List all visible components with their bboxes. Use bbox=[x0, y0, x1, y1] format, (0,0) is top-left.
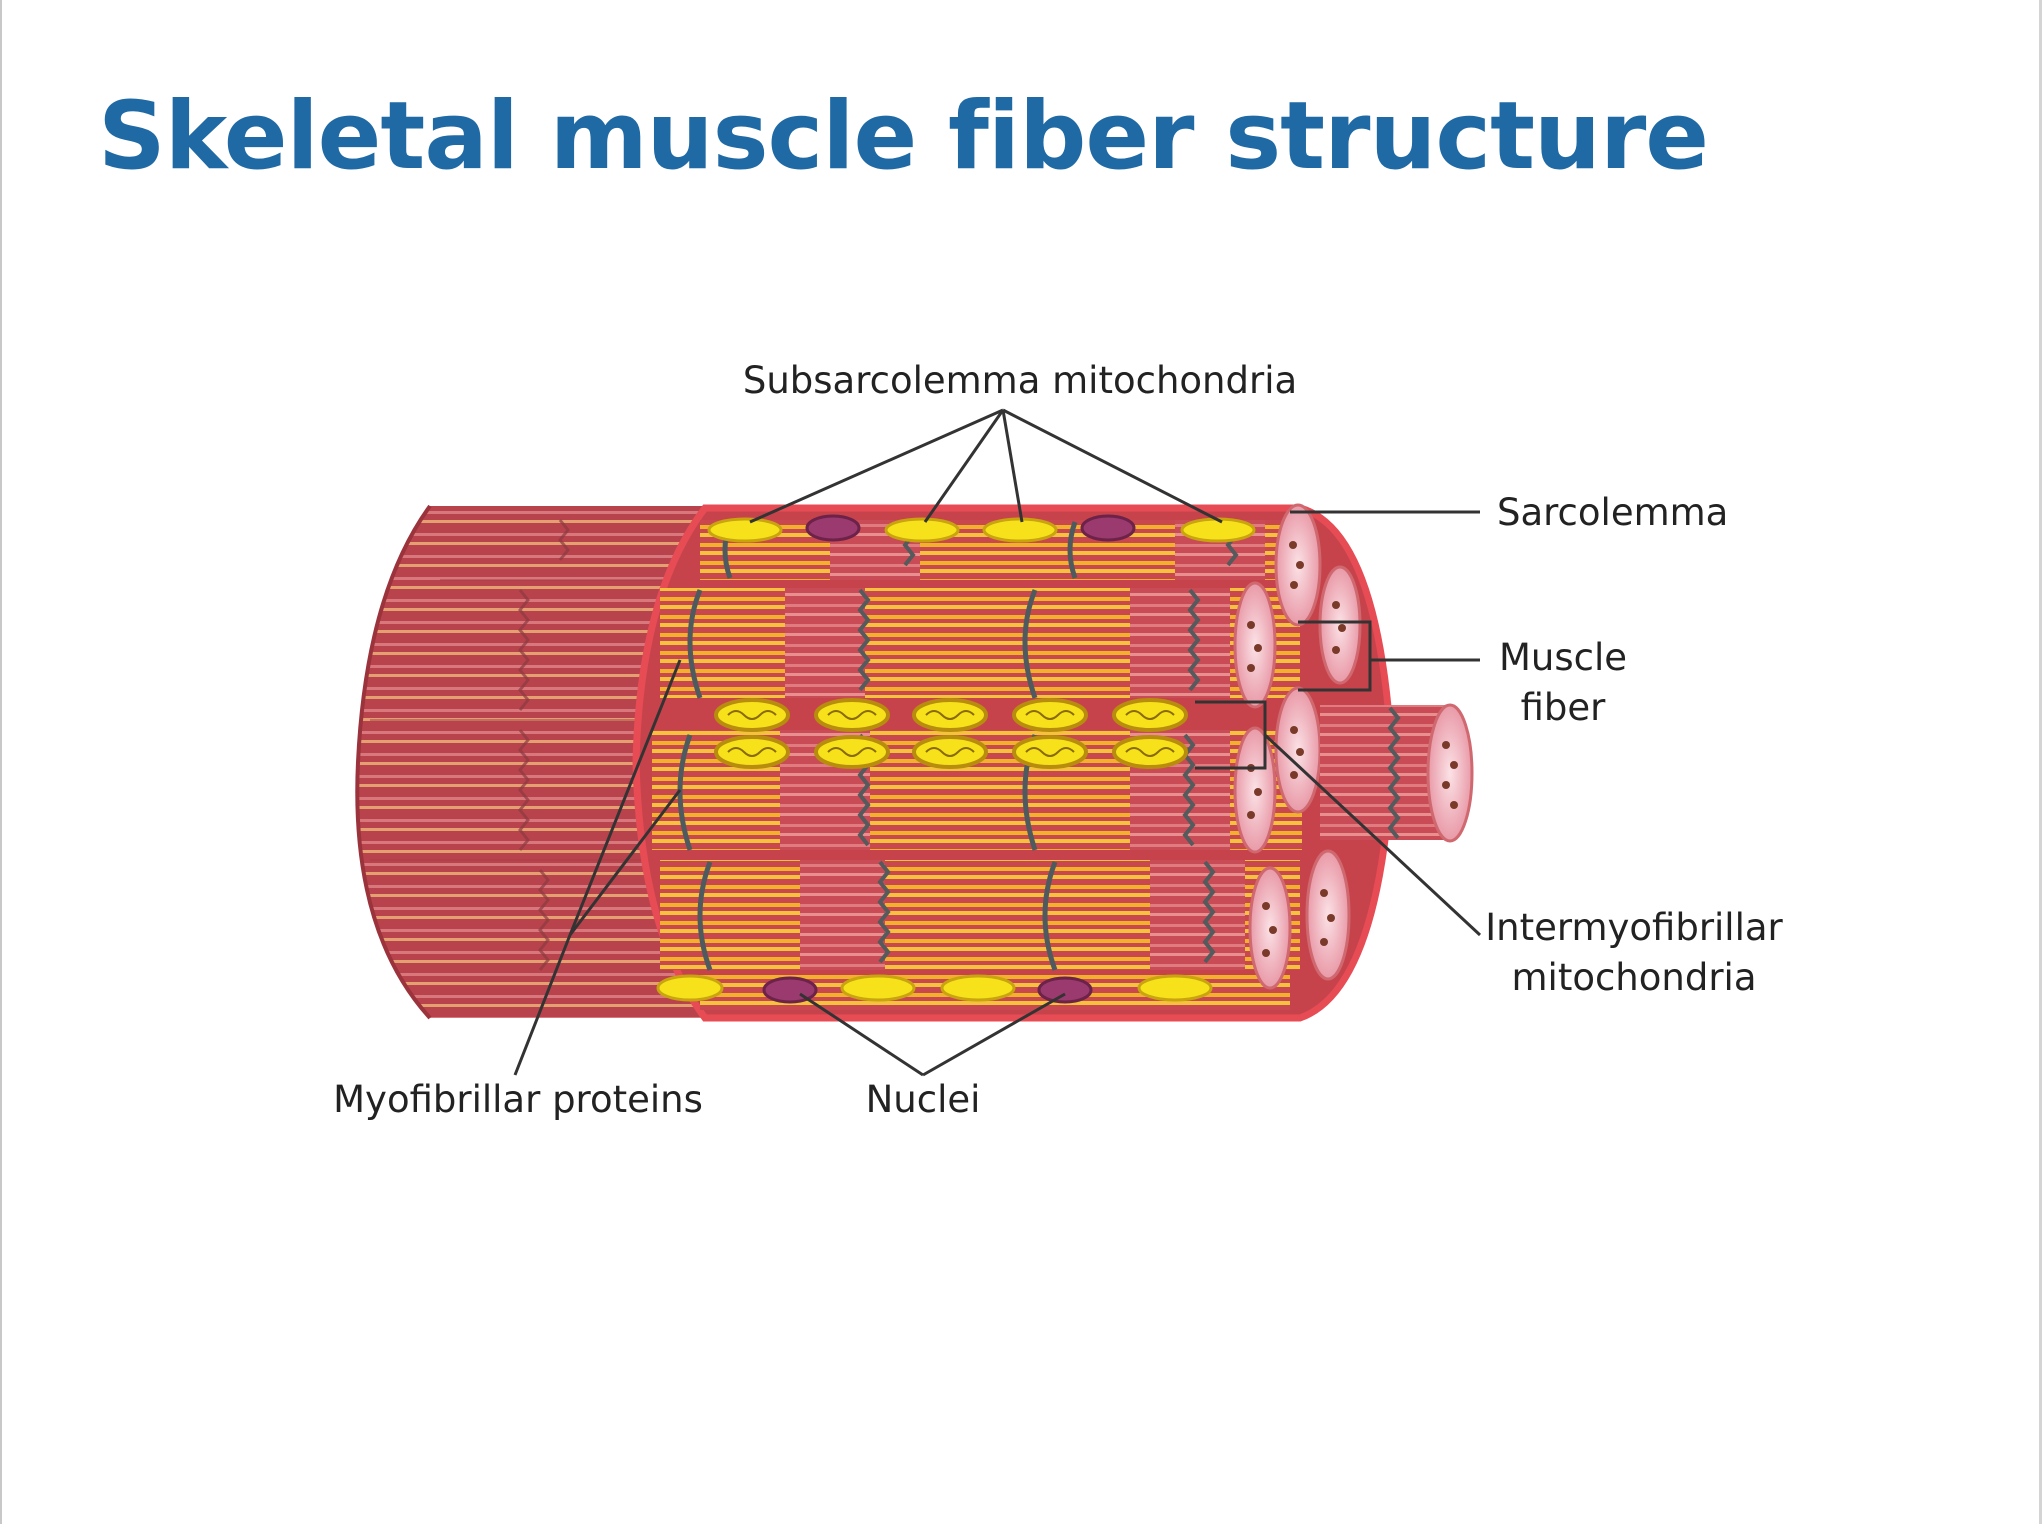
label-intermyofibrillar-line2: mitochondria bbox=[1512, 956, 1757, 999]
label-muscle-fiber-line1: Muscle bbox=[1499, 636, 1627, 679]
label-muscle-fiber-line2: fiber bbox=[1521, 686, 1607, 729]
label-nuclei: Nuclei bbox=[866, 1078, 981, 1121]
slide-left-border bbox=[0, 0, 2, 1524]
label-myofibrillar-proteins: Myofibrillar proteins bbox=[333, 1078, 703, 1121]
label-subsarcolemma-mitochondria: Subsarcolemma mitochondria bbox=[743, 359, 1297, 402]
open-fiber-section bbox=[632, 503, 1396, 1022]
label-sarcolemma: Sarcolemma bbox=[1497, 491, 1728, 534]
intermyofibrillar-mitochondria bbox=[714, 698, 1188, 769]
protruding-muscle-fiber bbox=[1320, 703, 1474, 843]
slide-title: Skeletal muscle fiber structure bbox=[98, 82, 1709, 191]
nuclei bbox=[762, 514, 1136, 1004]
label-intermyofibrillar-line1: Intermyofibrillar bbox=[1485, 906, 1783, 949]
slide-right-border bbox=[2039, 0, 2042, 1524]
leader-lines bbox=[513, 408, 1482, 1077]
